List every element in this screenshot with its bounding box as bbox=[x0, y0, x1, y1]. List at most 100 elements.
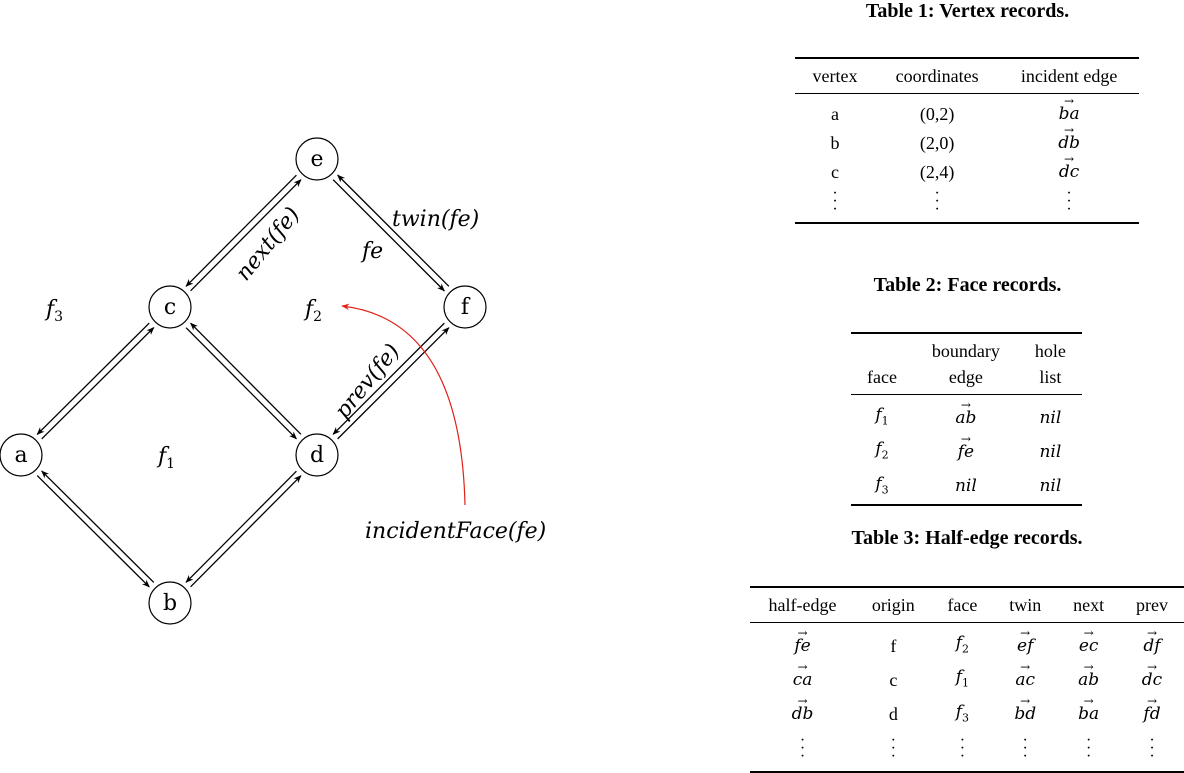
vertex-e: e bbox=[295, 137, 339, 181]
half-edge-db bbox=[185, 470, 297, 583]
half-edge-fd bbox=[332, 322, 445, 435]
vertical-ellipsis-icon: ··· bbox=[934, 185, 940, 218]
table1-header: incident edge bbox=[1020, 66, 1118, 86]
vertex-label: a bbox=[14, 443, 27, 468]
half-edge-ab bbox=[36, 475, 150, 588]
face-label-f2: f2 bbox=[303, 297, 322, 325]
vertex-d: d bbox=[295, 433, 339, 477]
vertical-ellipsis-icon: ··· bbox=[1085, 732, 1092, 766]
vertical-ellipsis-icon: ··· bbox=[1066, 185, 1072, 218]
table-row: c (2,4) dc bbox=[795, 158, 1139, 187]
table-row: a (0,2) ba bbox=[795, 94, 1139, 130]
cell: f bbox=[890, 635, 897, 656]
table-row: f2 fe nil bbox=[851, 435, 1082, 469]
vertex-label: c bbox=[164, 295, 176, 320]
cell: df bbox=[1143, 632, 1160, 661]
cell: ab bbox=[1078, 666, 1099, 695]
vertex-label: b bbox=[163, 591, 177, 616]
table-row: b (2,0) db bbox=[795, 129, 1139, 158]
cell: ca bbox=[793, 666, 813, 695]
half-edge-cd bbox=[185, 327, 297, 440]
edge-label-twin: twin(fe) bbox=[392, 207, 479, 232]
vertices: e c f a d b bbox=[0, 137, 487, 625]
edge-label-fe: fe bbox=[360, 239, 383, 264]
table3-header: twin bbox=[1009, 595, 1042, 615]
vertex-label: d bbox=[310, 443, 324, 468]
cell: (2,4) bbox=[919, 162, 955, 182]
cell: f2 bbox=[875, 439, 889, 462]
half-edge-bd bbox=[190, 475, 302, 588]
vertex-b: b bbox=[148, 581, 192, 625]
half-edge-ce bbox=[190, 179, 302, 292]
cell: f3 bbox=[955, 701, 970, 725]
vertical-ellipsis-icon: ··· bbox=[832, 185, 838, 218]
table3-caption: Table 3: Half-edge records. bbox=[851, 527, 1083, 549]
half-edge-ca bbox=[36, 322, 150, 435]
table-row-ellipsis: ··· ··· ··· bbox=[795, 185, 1139, 223]
cell: f1 bbox=[955, 667, 970, 690]
half-edge-ac bbox=[41, 327, 155, 440]
cell: fe bbox=[958, 438, 974, 467]
table-row: db d f3 bd ba fd bbox=[750, 698, 1184, 732]
cell: ab bbox=[955, 404, 976, 433]
cell: fd bbox=[1143, 700, 1160, 729]
cell: ec bbox=[1079, 632, 1099, 661]
edge-label-next: next(fe) bbox=[231, 203, 305, 286]
vertex-label: f bbox=[461, 295, 471, 320]
edge-label-prev: prev(fe) bbox=[330, 339, 405, 423]
cell: dc bbox=[1059, 158, 1079, 187]
cell: f2 bbox=[955, 633, 970, 656]
table-row: ca c f1 ac ab dc bbox=[750, 663, 1184, 697]
half-edge-ef bbox=[332, 179, 445, 292]
half-edge-dc bbox=[190, 322, 302, 435]
table3-header: next bbox=[1073, 595, 1105, 615]
vertex-f: f bbox=[443, 285, 487, 329]
vertical-ellipsis-icon: ··· bbox=[959, 732, 966, 766]
cell: nil bbox=[1039, 442, 1062, 463]
half-edge-fe bbox=[337, 174, 450, 287]
cell: nil bbox=[1039, 407, 1062, 428]
cell: c bbox=[889, 670, 898, 691]
table2-header-face: face bbox=[867, 367, 897, 387]
vertex-c: c bbox=[148, 285, 192, 329]
cell: dc bbox=[1142, 666, 1162, 695]
cell: db bbox=[792, 700, 814, 729]
cell: f3 bbox=[875, 473, 889, 497]
vertex-records-table: vertex coordinates incident edge a (0,2)… bbox=[795, 57, 1139, 224]
face-label-f3: f3 bbox=[44, 297, 63, 325]
edge-label-incident-face: incidentFace(fe) bbox=[365, 519, 546, 544]
table2-caption: Table 2: Face records. bbox=[873, 274, 1062, 296]
cell: ac bbox=[1015, 666, 1035, 695]
vertical-ellipsis-icon: ··· bbox=[1149, 732, 1155, 766]
cell: f1 bbox=[875, 405, 889, 428]
table3-header: prev bbox=[1136, 595, 1168, 615]
cell: ba bbox=[1078, 700, 1099, 729]
cell: ef bbox=[1017, 632, 1033, 661]
cell: bd bbox=[1014, 700, 1036, 729]
vertex-a: a bbox=[0, 433, 43, 477]
cell: nil bbox=[1039, 476, 1062, 497]
table-row: f3 nil nil bbox=[851, 470, 1082, 506]
vertex-label: e bbox=[310, 147, 323, 172]
half-edge-ec bbox=[185, 174, 297, 287]
face-label-f1: f1 bbox=[156, 444, 175, 472]
cell: (0,2) bbox=[919, 104, 955, 124]
vertical-ellipsis-icon: ··· bbox=[799, 732, 806, 766]
table1-header: vertex bbox=[812, 66, 858, 86]
cell: fe bbox=[794, 632, 810, 661]
vertical-ellipsis-icon: ··· bbox=[1022, 732, 1028, 766]
table-row: f1 ab nil bbox=[851, 395, 1082, 436]
table-row-ellipsis: ··· ··· ··· ··· ··· ··· bbox=[750, 732, 1184, 773]
incident-face-arrow bbox=[341, 303, 466, 506]
table1-header: coordinates bbox=[895, 66, 979, 86]
table1-caption: Table 1: Vertex records. bbox=[865, 0, 1070, 22]
half-edge-records-table: half-edge origin face twin next prev fe … bbox=[750, 586, 1184, 773]
half-edges bbox=[36, 174, 450, 588]
cell: nil bbox=[954, 476, 977, 497]
cell: b bbox=[830, 133, 840, 153]
cell: (2,0) bbox=[919, 133, 955, 153]
table3-header: half-edge bbox=[768, 595, 837, 615]
